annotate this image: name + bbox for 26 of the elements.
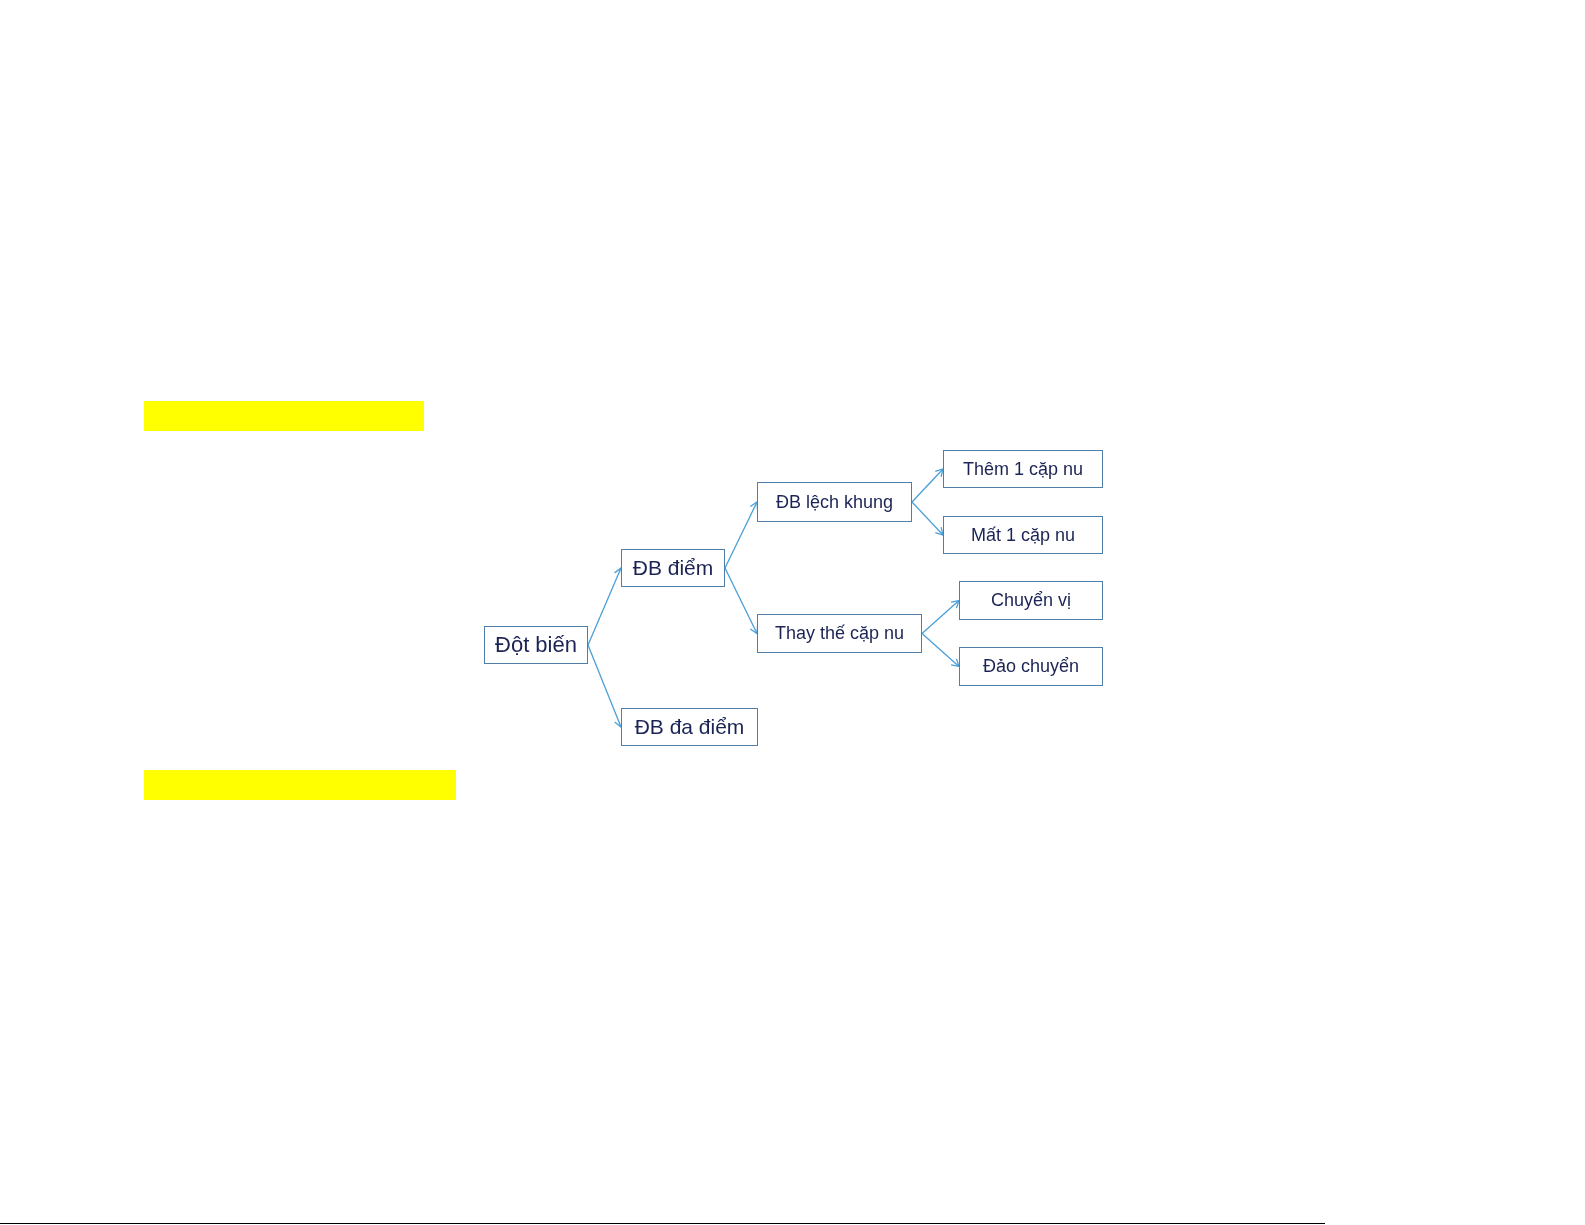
arrow	[587, 567, 623, 646]
process-box	[959, 647, 1103, 686]
arrow	[724, 501, 759, 569]
arrow	[911, 468, 944, 503]
box-label: Đảo chuyển	[982, 656, 1080, 677]
arrow	[921, 632, 960, 668]
process-box	[959, 581, 1103, 620]
box-label: ĐB đa điểm	[634, 715, 745, 739]
process-box	[757, 482, 912, 522]
arrow	[911, 501, 944, 536]
process-box	[757, 614, 922, 653]
box-label: Thêm 1 cặp nu	[962, 458, 1084, 480]
process-box	[621, 549, 725, 587]
arrow	[921, 599, 960, 635]
box-label: Đột biến	[495, 632, 577, 658]
process-box	[484, 626, 588, 664]
process-box	[943, 450, 1103, 488]
arrow	[587, 644, 623, 728]
box-label: ĐB lệch khung	[775, 491, 894, 513]
process-box	[621, 708, 758, 746]
arrow	[724, 567, 759, 635]
box-label: ĐB điểm	[632, 556, 714, 580]
box-label: Mất 1 cặp nu	[970, 524, 1076, 546]
box-label: Chuyển vị	[990, 590, 1071, 611]
box-label: Thay thế cặp nu	[774, 623, 905, 644]
process-box	[943, 516, 1103, 554]
